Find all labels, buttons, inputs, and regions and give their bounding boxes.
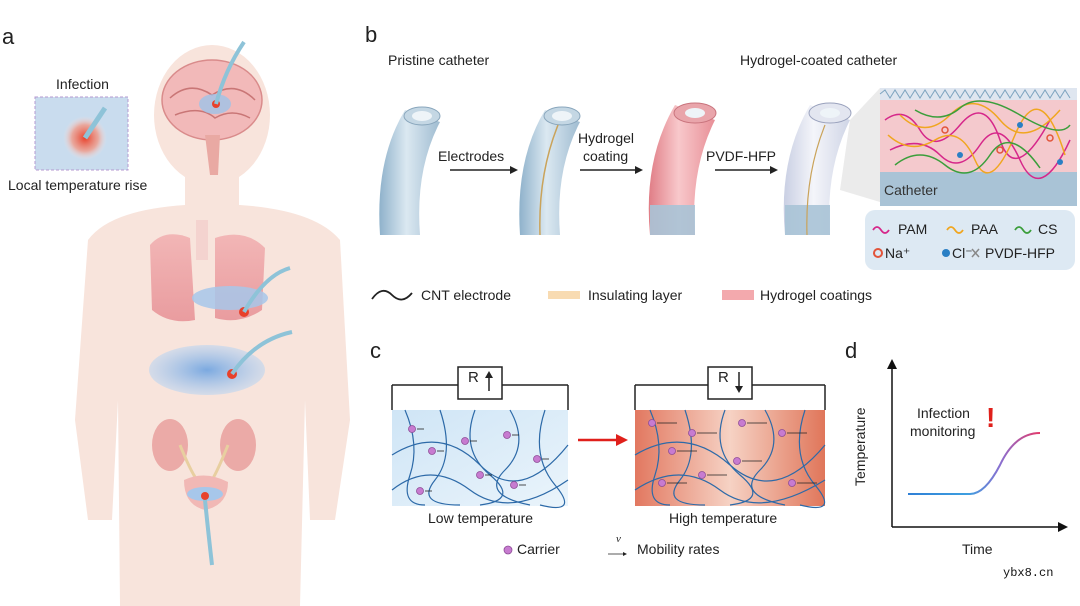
exclamation-icon: ! (986, 402, 996, 433)
mobility-symbol: v (616, 533, 621, 545)
carrier-swatch (503, 545, 513, 555)
bladder (184, 475, 228, 510)
temperature-line (908, 432, 1041, 495)
carrier-label: Carrier (517, 541, 560, 557)
catheter-pvdf-coated (783, 102, 852, 236)
hydrogel-coatings-swatch (722, 290, 754, 300)
inset-legend-swatches (872, 226, 1032, 258)
legend-cnt-electrode: CNT electrode (421, 287, 512, 303)
low-temperature-label: Low temperature (428, 510, 534, 526)
conduction-illustration (391, 366, 826, 509)
infection-inset (34, 96, 129, 171)
pam-swatch (872, 226, 890, 234)
panel-b-letter: b (365, 22, 378, 47)
high-temp-circuit (634, 366, 826, 509)
hydrogel-coated-catheter-label: Hydrogel-coated catheter (740, 52, 898, 68)
insulating-layer-swatch (548, 291, 580, 299)
legend-cs: CS (1038, 221, 1058, 237)
carrier-mobility-legend (503, 545, 627, 556)
resistor-high-label: R (718, 369, 729, 386)
step-hydrogel-label-line2: coating (583, 148, 629, 164)
legend-insulating-layer: Insulating layer (588, 287, 683, 303)
legend-hydrogel-coatings: Hydrogel coatings (760, 287, 873, 303)
step-hydrogel-label-line1: Hydrogel (578, 130, 635, 146)
legend-pam: PAM (898, 221, 928, 237)
infection-label: Infection (56, 76, 109, 92)
low-temp-circuit (391, 366, 569, 509)
watermark: ybx8.cn (1003, 566, 1054, 580)
abdominal-organ (149, 345, 265, 395)
na-swatch (873, 248, 883, 258)
catheter-inset-label: Catheter (884, 182, 938, 198)
pvdf-swatch (971, 248, 980, 258)
human-body-illustration (34, 40, 350, 606)
step-electrodes-label: Electrodes (438, 148, 505, 164)
pristine-catheter-label: Pristine catheter (388, 52, 490, 68)
legend-pvdf: PVDF-HFP (985, 245, 1055, 261)
legend-cl: Cl⁻ (952, 245, 973, 261)
cl-swatch (942, 249, 950, 257)
cnt-electrode-swatch (371, 289, 413, 301)
temperature-curve (887, 359, 1068, 532)
hydrogel-structure-inset (879, 88, 1077, 206)
step-pvdf-label: PVDF-HFP (706, 148, 776, 164)
catheter-steps-illustration (379, 88, 1077, 236)
cs-swatch (1014, 226, 1032, 234)
catheter-with-electrodes (519, 106, 581, 236)
x-axis-label: Time (962, 541, 993, 557)
mobility-label: Mobility rates (637, 541, 720, 557)
inset-legend (865, 210, 1075, 270)
bottom-legend-swatches (371, 289, 754, 301)
y-axis-label: Temperature (852, 407, 868, 486)
brain (161, 59, 263, 175)
infection-monitoring-line2: monitoring (910, 423, 976, 439)
legend-paa: PAA (971, 221, 998, 237)
infection-monitoring-line1: Infection (917, 405, 970, 421)
catheter-pristine (379, 106, 441, 235)
panel-d-letter: d (845, 338, 858, 363)
resistor-low-label: R (468, 369, 479, 386)
panel-a-letter: a (2, 24, 15, 49)
panel-c-letter: c (370, 338, 381, 363)
paa-swatch (946, 226, 964, 234)
catheter-hydrogel-coated (648, 102, 717, 235)
legend-na: Na⁺ (885, 245, 911, 261)
high-temperature-label: High temperature (669, 510, 778, 526)
local-temperature-label: Local temperature rise (8, 177, 148, 193)
lungs (150, 220, 268, 322)
